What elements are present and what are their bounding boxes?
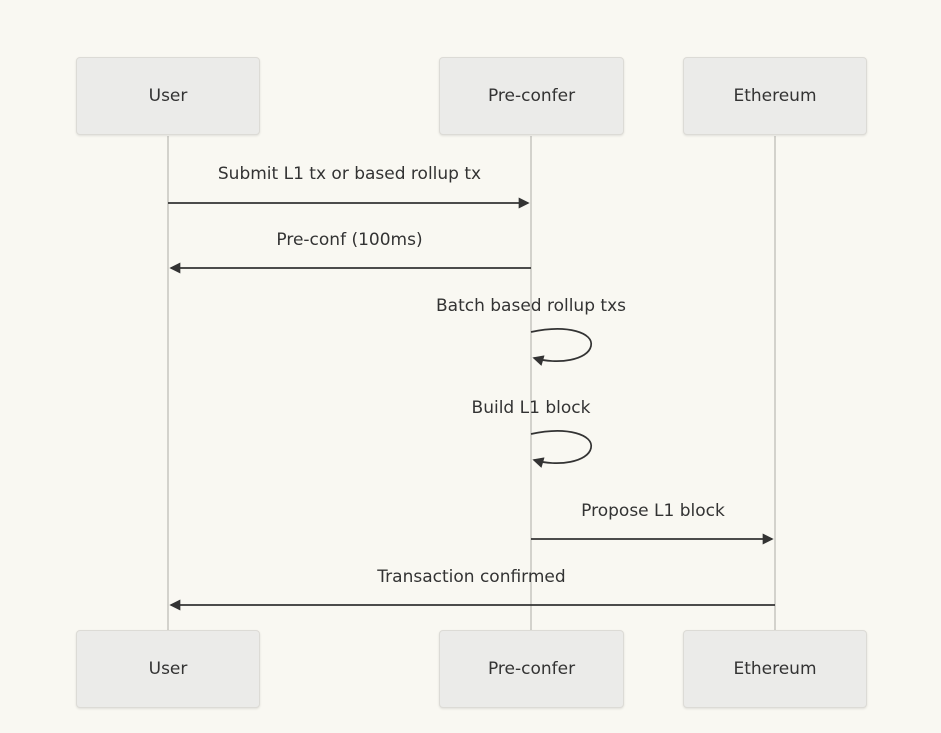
- message-label-pre-conf: Pre-conf (100ms): [276, 230, 423, 250]
- actor-label-user-bottom: User: [148, 659, 188, 679]
- actor-box-user-bottom: User: [76, 630, 260, 708]
- message-label-propose: Propose L1 block: [581, 501, 725, 521]
- actor-label-user: User: [148, 86, 188, 106]
- message-label-build: Build L1 block: [471, 398, 591, 418]
- actor-label-pre-confer: Pre-confer: [487, 86, 576, 106]
- actor-box-ethereum-top: Ethereum: [683, 57, 867, 135]
- actor-label-ethereum-bottom: Ethereum: [733, 659, 817, 679]
- actor-box-ethereum-bottom: Ethereum: [683, 630, 867, 708]
- self-loop-build: [530, 430, 592, 468]
- self-loop-batch: [530, 328, 592, 366]
- actor-box-user-top: User: [76, 57, 260, 135]
- actor-label-ethereum: Ethereum: [733, 86, 817, 106]
- message-label-submit-tx: Submit L1 tx or based rollup tx: [217, 164, 482, 184]
- message-label-batch: Batch based rollup txs: [435, 296, 626, 316]
- actor-label-pre-confer-bottom: Pre-confer: [487, 659, 576, 679]
- actor-box-pre-confer-bottom: Pre-confer: [439, 630, 624, 708]
- actor-box-pre-confer-top: Pre-confer: [439, 57, 624, 135]
- message-label-confirmed: Transaction confirmed: [377, 567, 566, 587]
